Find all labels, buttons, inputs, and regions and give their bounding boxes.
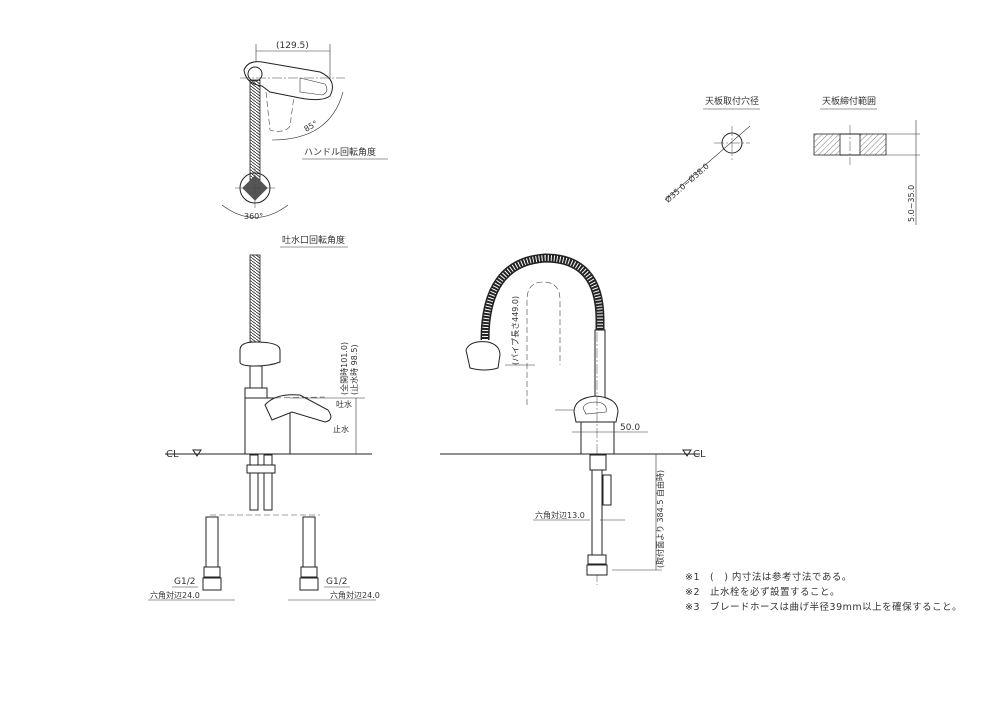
thickness-range: 5.0~35.0 (907, 185, 916, 222)
faucet-cap-side (573, 395, 619, 423)
faucet-body-side (580, 421, 615, 455)
spout-nut-front (239, 341, 281, 367)
pipe-length: (パイプ長さ449.0) (511, 296, 520, 365)
counter-hole-title: 天板取付穴径 (705, 95, 759, 107)
handle-angle: 85° (303, 119, 320, 134)
hex-side: 六角対辺13.0 (535, 510, 585, 520)
cl-label-front: CL (166, 449, 179, 460)
spout-head (465, 341, 501, 371)
counter-thickness-detail: 天板締付範囲 5.0~35.0 (813, 95, 920, 225)
note-2: ※2 止水栓を必ず設置すること。 (685, 586, 840, 598)
height-open: (全開時101.0) (339, 342, 349, 395)
body-diameter: 50.0 (620, 423, 640, 433)
handle-rotation-label: ハンドル回転角度 (304, 146, 376, 158)
height-closed: (止水時 98.5) (349, 344, 359, 395)
counter-hole-detail: 天板取付穴径 Ø35.0~Ø38.0 (663, 95, 760, 205)
counter-thickness-title: 天板締付範囲 (822, 95, 876, 107)
notes: ※1 ( ) 内寸法は参考寸法である。 ※2 止水栓を必ず設置すること。 ※3 … (685, 571, 962, 613)
cl-label-side: CL (693, 449, 706, 460)
spout-rotation-label: 吐水口回転角度 (282, 234, 345, 246)
hex-left: 六角対辺24.0 (150, 590, 200, 600)
hose-top (249, 79, 261, 181)
label-discharge: 吐水 (336, 399, 352, 409)
handle-front (264, 394, 332, 423)
side-view: CL (パイプ長さ449.0) 50.0 六角対辺13.0 (取付面より 384… (440, 253, 706, 585)
under-length: (取付面より 384.5 自由時) (655, 470, 665, 568)
hex-right: 六角対辺24.0 (330, 590, 380, 600)
spout-angle: 360° (244, 212, 263, 221)
g-left: G1/2 (174, 577, 195, 587)
front-view: CL (全開時101.0) (止水時 98.5) 吐水 止水 G1/2 G1/2… (148, 254, 380, 601)
note-1: ※1 ( ) 内寸法は参考寸法である。 (685, 571, 852, 583)
top-view: (129.5) 85° ハンドル回転角度 360° 吐水口回転角度 (221, 41, 388, 248)
label-stop: 止水 (333, 424, 349, 434)
note-3: ※3 ブレードホースは曲げ半径39mm以上を確保すること。 (685, 601, 962, 613)
hole-diameter: Ø35.0~Ø38.0 (663, 161, 711, 205)
g-right: G1/2 (326, 577, 347, 587)
width-dimension: (129.5) (276, 41, 309, 51)
